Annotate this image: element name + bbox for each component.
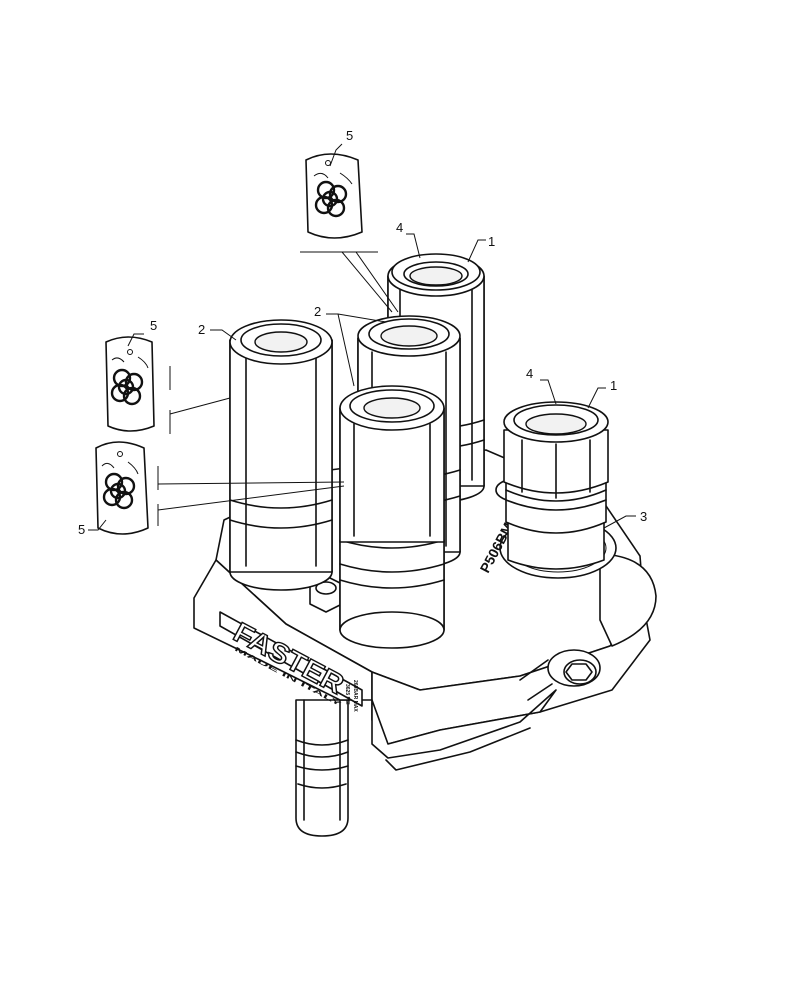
plate-text-line2: 3625 PSI [344,684,350,705]
oring-kit-bag-top [305,153,363,239]
coupler-front [339,385,445,649]
callout-1-top: 1 [488,234,495,249]
callout-numbers: 5 4 1 2 5 2 4 1 3 5 [78,128,647,537]
callout-2-left: 2 [198,322,205,337]
adapter-right [503,401,609,570]
oring-kit-bag-left-upper [105,336,155,432]
manifold-stem [295,699,349,837]
callout-5-top: 5 [346,128,353,143]
callout-1-right: 1 [610,378,617,393]
coupler-left [229,319,333,591]
leader-lines [88,143,636,531]
callout-4-top: 4 [396,220,403,235]
callout-4-right: 4 [526,366,533,381]
plate-text-line1: 260BAR MAX [352,680,358,712]
callout-5-left-lower: 5 [78,522,85,537]
callout-2-mid: 2 [314,304,321,319]
oring-kit-bag-left-lower [95,441,149,535]
callout-5-left-upper: 5 [150,318,157,333]
callout-3-right: 3 [640,509,647,524]
